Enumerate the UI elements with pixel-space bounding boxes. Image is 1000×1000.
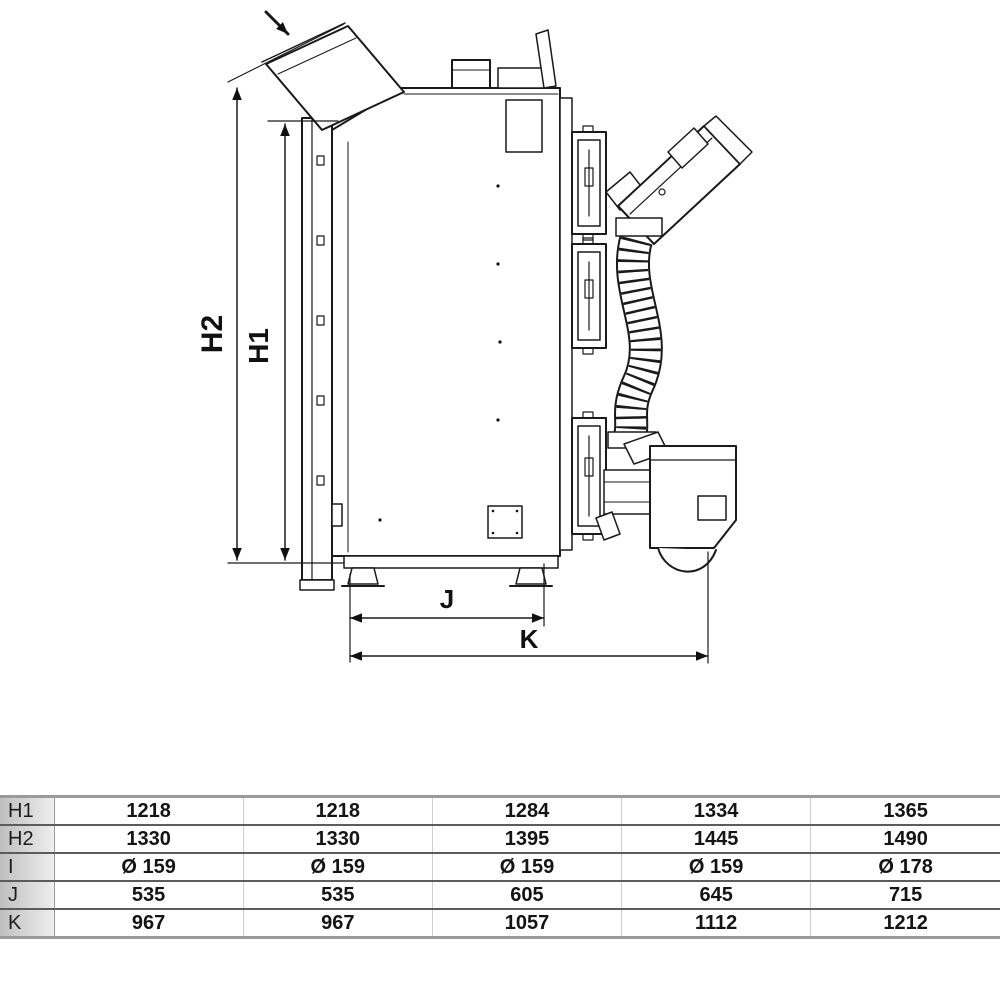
cleanout-door-bottom xyxy=(571,411,607,541)
cleanout-door-top xyxy=(571,125,607,241)
table-cell: 535 xyxy=(242,880,433,910)
table-cell: 1112 xyxy=(621,908,811,939)
table-row-h1: H1 1218 1218 1284 1334 1365 xyxy=(0,795,1000,826)
table-cell: 715 xyxy=(810,880,1000,910)
table-cell: 967 xyxy=(53,908,244,939)
table-cell: 1057 xyxy=(431,908,622,939)
table-cell: Ø 159 xyxy=(242,852,433,882)
row-label: J xyxy=(0,880,55,910)
table-cell: 645 xyxy=(621,880,811,910)
row-label: H2 xyxy=(0,824,55,854)
door-handle xyxy=(595,511,621,541)
table-row-h2: H2 1330 1330 1395 1445 1490 xyxy=(0,824,1000,854)
boiler-technical-drawing: H2 H1 J K xyxy=(196,10,753,664)
dimension-lines xyxy=(227,10,709,664)
table-cell: 1330 xyxy=(242,824,433,854)
table-cell: 1284 xyxy=(431,795,622,826)
table-cell: 967 xyxy=(242,908,433,939)
nameplate xyxy=(487,505,523,539)
dim-label-h2: H2 xyxy=(196,315,229,353)
table-cell: Ø 159 xyxy=(621,852,811,882)
fuel-chute xyxy=(261,22,405,131)
dim-label-k: K xyxy=(520,624,539,654)
row-label: H1 xyxy=(0,795,55,826)
cleanout-door-middle xyxy=(571,237,607,355)
side-frame-strip xyxy=(299,117,335,591)
adjustable-foot xyxy=(347,567,379,585)
table-cell: 1334 xyxy=(621,795,811,826)
table-cell: 535 xyxy=(53,880,244,910)
table-cell: 1330 xyxy=(53,824,244,854)
table-cell: 1395 xyxy=(431,824,622,854)
boiler-body xyxy=(331,29,573,557)
dim-label-j: J xyxy=(440,584,454,614)
table-cell: 1212 xyxy=(810,908,1000,939)
row-label: I xyxy=(0,852,55,882)
burner-unit xyxy=(595,431,737,573)
adjustable-foot xyxy=(515,567,547,585)
boiler-drawing-area: H2 H1 J K xyxy=(196,10,753,664)
table-cell: Ø 178 xyxy=(810,852,1000,882)
table-cell: Ø 159 xyxy=(53,852,244,882)
table-cell: 1218 xyxy=(53,795,244,826)
table-row-j: J 535 535 605 645 715 xyxy=(0,880,1000,910)
base-frame xyxy=(341,555,559,587)
table-cell: 1490 xyxy=(810,824,1000,854)
flexible-hose xyxy=(607,217,663,449)
dimension-labels: H2 H1 J K xyxy=(196,315,539,654)
flue-sensor-bracket xyxy=(535,29,557,89)
dim-label-h1: H1 xyxy=(243,328,274,364)
table-row-k: K 967 967 1057 1112 1212 xyxy=(0,908,1000,939)
fuel-direction-arrow xyxy=(264,10,290,36)
table-cell: 1365 xyxy=(810,795,1000,826)
table-cell: 605 xyxy=(431,880,622,910)
table-cell: 1445 xyxy=(621,824,811,854)
dimensions-table: H1 1218 1218 1284 1334 1365 H2 1330 1330… xyxy=(0,795,1000,939)
table-cell: Ø 159 xyxy=(431,852,622,882)
table-cell: 1218 xyxy=(242,795,433,826)
row-label: K xyxy=(0,908,55,939)
table-row-i: I Ø 159 Ø 159 Ø 159 Ø 159 Ø 178 xyxy=(0,852,1000,882)
